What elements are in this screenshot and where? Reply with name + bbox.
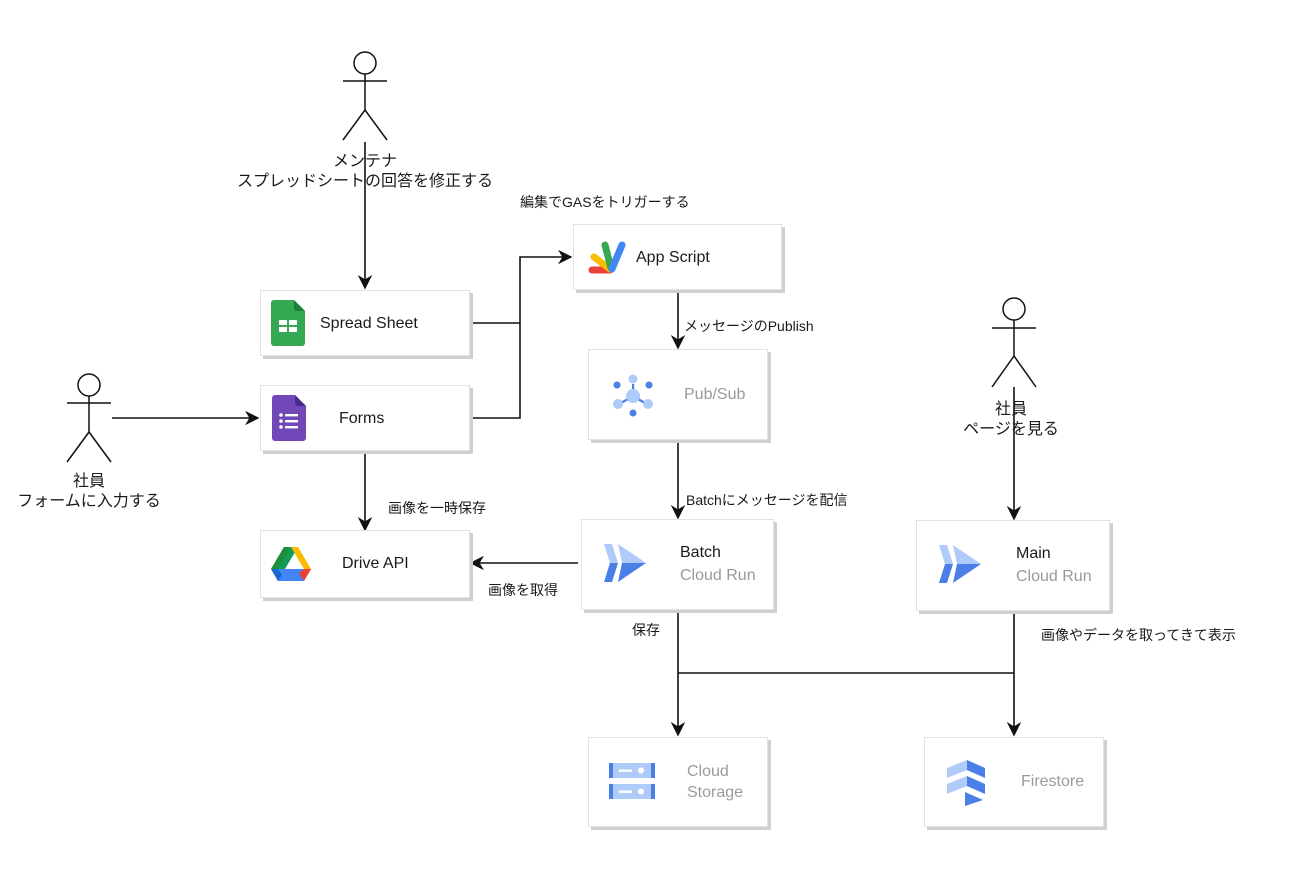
pubsub-icon bbox=[613, 374, 653, 417]
edge-label-deliver-batch: Batchにメッセージを配信 bbox=[686, 492, 848, 508]
node-spreadsheet-title: Spread Sheet bbox=[320, 315, 418, 332]
node-pubsub[interactable]: Pub/Sub bbox=[588, 349, 768, 440]
actor-employee-form-action: フォームに入力する bbox=[17, 493, 161, 510]
firestore-icon bbox=[947, 760, 985, 806]
node-pubsub-title: Pub/Sub bbox=[684, 386, 746, 403]
actor-maintainer-action: スプレッドシートの回答を修正する bbox=[236, 173, 494, 190]
edge-label-fetch-display: 画像やデータを取ってきて表示 bbox=[1041, 627, 1236, 643]
google-forms-icon bbox=[272, 395, 306, 441]
node-storage-title-line2: Storage bbox=[687, 784, 744, 801]
cloud-run-icon bbox=[604, 544, 646, 582]
node-app-script[interactable]: App Script bbox=[573, 224, 782, 290]
node-main-title: Main bbox=[1016, 545, 1051, 562]
node-batch-title: Batch bbox=[680, 544, 721, 561]
node-batch[interactable]: Batch Cloud Run bbox=[581, 519, 774, 610]
edge-label-publish: メッセージのPublish bbox=[684, 318, 814, 334]
actor-employee-view-label: 社員 ページを見る bbox=[963, 400, 1059, 440]
edge-label-get-image: 画像を取得 bbox=[488, 582, 558, 598]
node-forms[interactable]: Forms bbox=[260, 385, 470, 451]
node-firestore[interactable]: Firestore bbox=[924, 737, 1104, 827]
cloud-storage-icon bbox=[609, 763, 655, 799]
node-forms-title: Forms bbox=[339, 410, 385, 427]
google-drive-icon bbox=[271, 547, 311, 581]
actor-employee-form-name: 社員 bbox=[72, 473, 105, 490]
actor-employee-form-icon bbox=[66, 373, 112, 463]
actor-maintainer-name: メンテナ bbox=[332, 153, 398, 170]
node-drive-api[interactable]: Drive API bbox=[260, 530, 470, 598]
edge-label-temp-save: 画像を一時保存 bbox=[388, 500, 486, 516]
google-sheets-icon bbox=[271, 300, 305, 346]
node-batch-subtitle: Cloud Run bbox=[680, 567, 756, 584]
edge-forms-appscript bbox=[470, 249, 573, 419]
actor-maintainer-icon bbox=[342, 51, 388, 141]
actor-employee-view-icon bbox=[991, 297, 1037, 388]
node-drive-title: Drive API bbox=[342, 555, 409, 572]
cloud-run-icon bbox=[939, 545, 981, 583]
node-main-subtitle: Cloud Run bbox=[1016, 568, 1092, 585]
actor-employee-form-label: 社員 フォームに入力する bbox=[17, 472, 161, 512]
node-main[interactable]: Main Cloud Run bbox=[916, 520, 1110, 611]
edge-label-trigger-gas: 編集でGASをトリガーする bbox=[520, 194, 690, 210]
node-storage-title: Cloud bbox=[687, 763, 729, 780]
node-appscript-title: App Script bbox=[636, 249, 710, 266]
node-cloud-storage[interactable]: Cloud Storage bbox=[588, 737, 768, 827]
node-spreadsheet[interactable]: Spread Sheet bbox=[260, 290, 470, 356]
actor-employee-view-action: ページを見る bbox=[963, 421, 1059, 438]
edge-label-save: 保存 bbox=[632, 622, 660, 638]
actor-maintainer-label: メンテナ スプレッドシートの回答を修正する bbox=[237, 152, 493, 192]
actor-employee-view-name: 社員 bbox=[994, 401, 1027, 418]
node-firestore-title: Firestore bbox=[1021, 773, 1085, 790]
apps-script-icon bbox=[588, 241, 626, 274]
